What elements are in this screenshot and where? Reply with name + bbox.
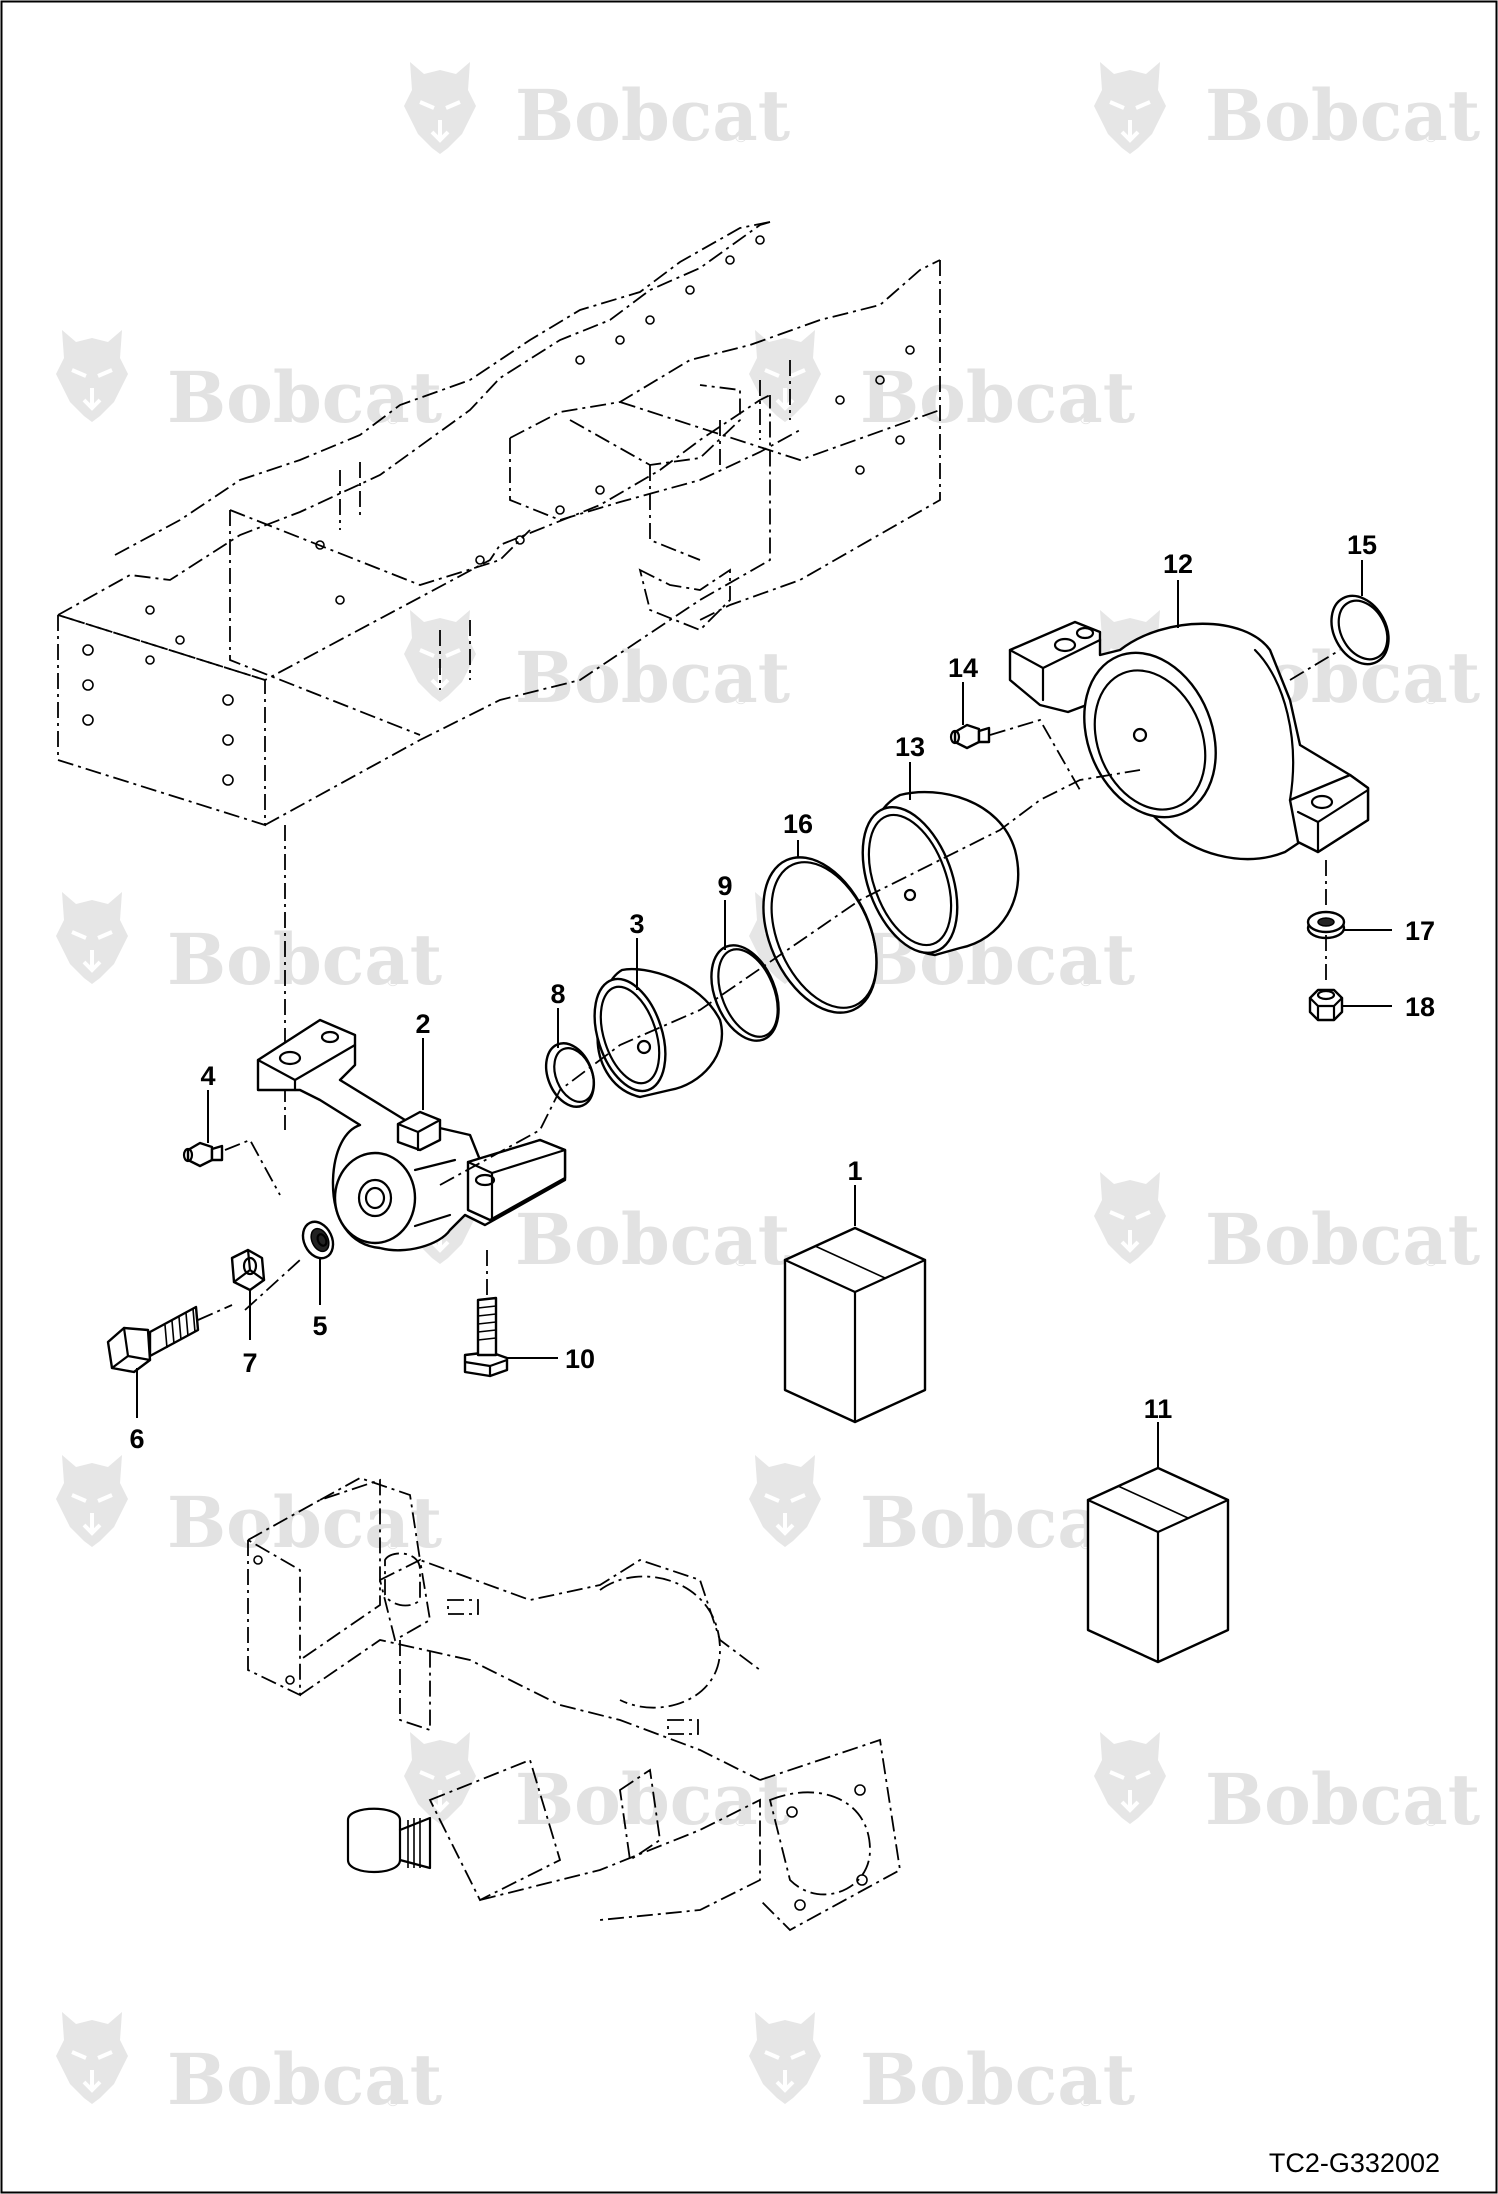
watermark-mark: ®	[387, 1536, 399, 1553]
watermark-text: Bobcat	[167, 2038, 442, 2121]
watermark-mark: ®	[387, 2093, 399, 2110]
hex-bolt-10	[463, 1296, 509, 1378]
washer-17	[1306, 910, 1346, 940]
callout-12: 12	[1163, 549, 1193, 579]
callout-6: 6	[129, 1424, 144, 1454]
watermark-mark: ®	[1080, 411, 1092, 428]
callout-9: 9	[717, 871, 732, 901]
callout-4: 4	[200, 1061, 215, 1091]
bobcat-head-icon	[1092, 1730, 1168, 1826]
trunnion-bracket	[256, 1018, 567, 1252]
watermark-text: Bobcat	[167, 356, 442, 439]
callout-10: 10	[565, 1344, 595, 1374]
watermark-mark: ®	[1425, 1813, 1437, 1830]
watermark-text: Bobcat	[860, 356, 1135, 439]
watermark-mark: ®	[1080, 2093, 1092, 2110]
watermark-text: Bobcat	[1205, 74, 1480, 157]
hex-nut-18	[1308, 988, 1344, 1022]
callout-8: 8	[550, 979, 565, 1009]
callout-13: 13	[895, 732, 925, 762]
watermark-mark: ®	[735, 129, 747, 146]
watermark-text: Bobcat	[1205, 1198, 1480, 1281]
watermark-mark: ®	[1080, 973, 1092, 990]
watermark-text: Bobcat	[515, 636, 790, 719]
drawing-code: TC2-G332002	[1269, 2148, 1440, 2178]
watermark-text: Bobcat	[167, 918, 442, 1001]
callout-labels: 1 2 3 4 5 6 7 8 9 10 11 12 13 14 15 16 1…	[129, 530, 1435, 1454]
bobcat-head-icon	[1092, 1170, 1168, 1266]
watermark-mark: ®	[735, 1813, 747, 1830]
bobcat-head-icon	[747, 328, 823, 424]
callout-15: 15	[1347, 530, 1377, 560]
large-bushing	[861, 790, 1020, 957]
grease-fitting-14	[949, 723, 991, 750]
watermark-text: Bobcat	[1205, 1758, 1480, 1841]
callout-17: 17	[1405, 916, 1435, 946]
callout-16: 16	[783, 809, 813, 839]
callout-14: 14	[948, 653, 978, 683]
washer-5	[301, 1220, 335, 1260]
grease-fitting-4	[182, 1141, 224, 1168]
callout-5: 5	[312, 1311, 327, 1341]
bobcat-head-icon	[54, 2010, 130, 2106]
watermark-mark: ®	[735, 691, 747, 708]
bobcat-head-icon	[54, 1453, 130, 1549]
watermark-text: Bobcat	[515, 74, 790, 157]
callout-3: 3	[629, 909, 644, 939]
hex-bolt-6	[106, 1305, 200, 1374]
callout-1: 1	[847, 1156, 862, 1186]
callout-18: 18	[1405, 992, 1435, 1022]
bobcat-head-icon	[747, 1453, 823, 1549]
watermark-mark: ®	[387, 411, 399, 428]
watermark-layer: Bobcat ® Bobcat ® Bobcat ® Bobcat ® Bobc…	[54, 60, 1480, 2121]
callout-leaders	[136, 560, 1392, 1468]
watermark-text: Bobcat	[515, 1198, 790, 1281]
callout-7: 7	[242, 1348, 257, 1378]
callout-11: 11	[1144, 1394, 1173, 1424]
watermark-mark: ®	[387, 973, 399, 990]
bobcat-head-icon	[1092, 60, 1168, 156]
o-ring-9	[710, 944, 780, 1042]
axle-housing	[247, 1477, 901, 1932]
chassis-frame	[57, 221, 941, 1130]
hex-nut-7	[230, 1248, 266, 1292]
bobcat-head-icon	[402, 60, 478, 156]
watermark-text: Bobcat	[860, 2038, 1135, 2121]
assembly-centerlines	[197, 649, 1341, 1321]
bobcat-head-icon	[402, 1730, 478, 1826]
bobcat-head-icon	[747, 2010, 823, 2106]
watermark-text: Bobcat	[515, 1758, 790, 1841]
o-ring-15	[1330, 594, 1390, 666]
bobcat-head-icon	[54, 890, 130, 986]
bobcat-head-icon	[54, 328, 130, 424]
bushing	[593, 967, 723, 1099]
watermark-text: Bobcat	[167, 1481, 442, 1564]
kit-box-11	[1086, 1466, 1230, 1664]
rear-trunnion	[1008, 620, 1370, 861]
kit-box-1	[783, 1226, 927, 1424]
watermark-mark: ®	[1425, 129, 1437, 146]
callout-2: 2	[415, 1009, 430, 1039]
watermark-mark: ®	[1425, 691, 1437, 708]
watermark-mark: ®	[735, 1253, 747, 1270]
watermark-mark: ®	[1425, 1253, 1437, 1270]
